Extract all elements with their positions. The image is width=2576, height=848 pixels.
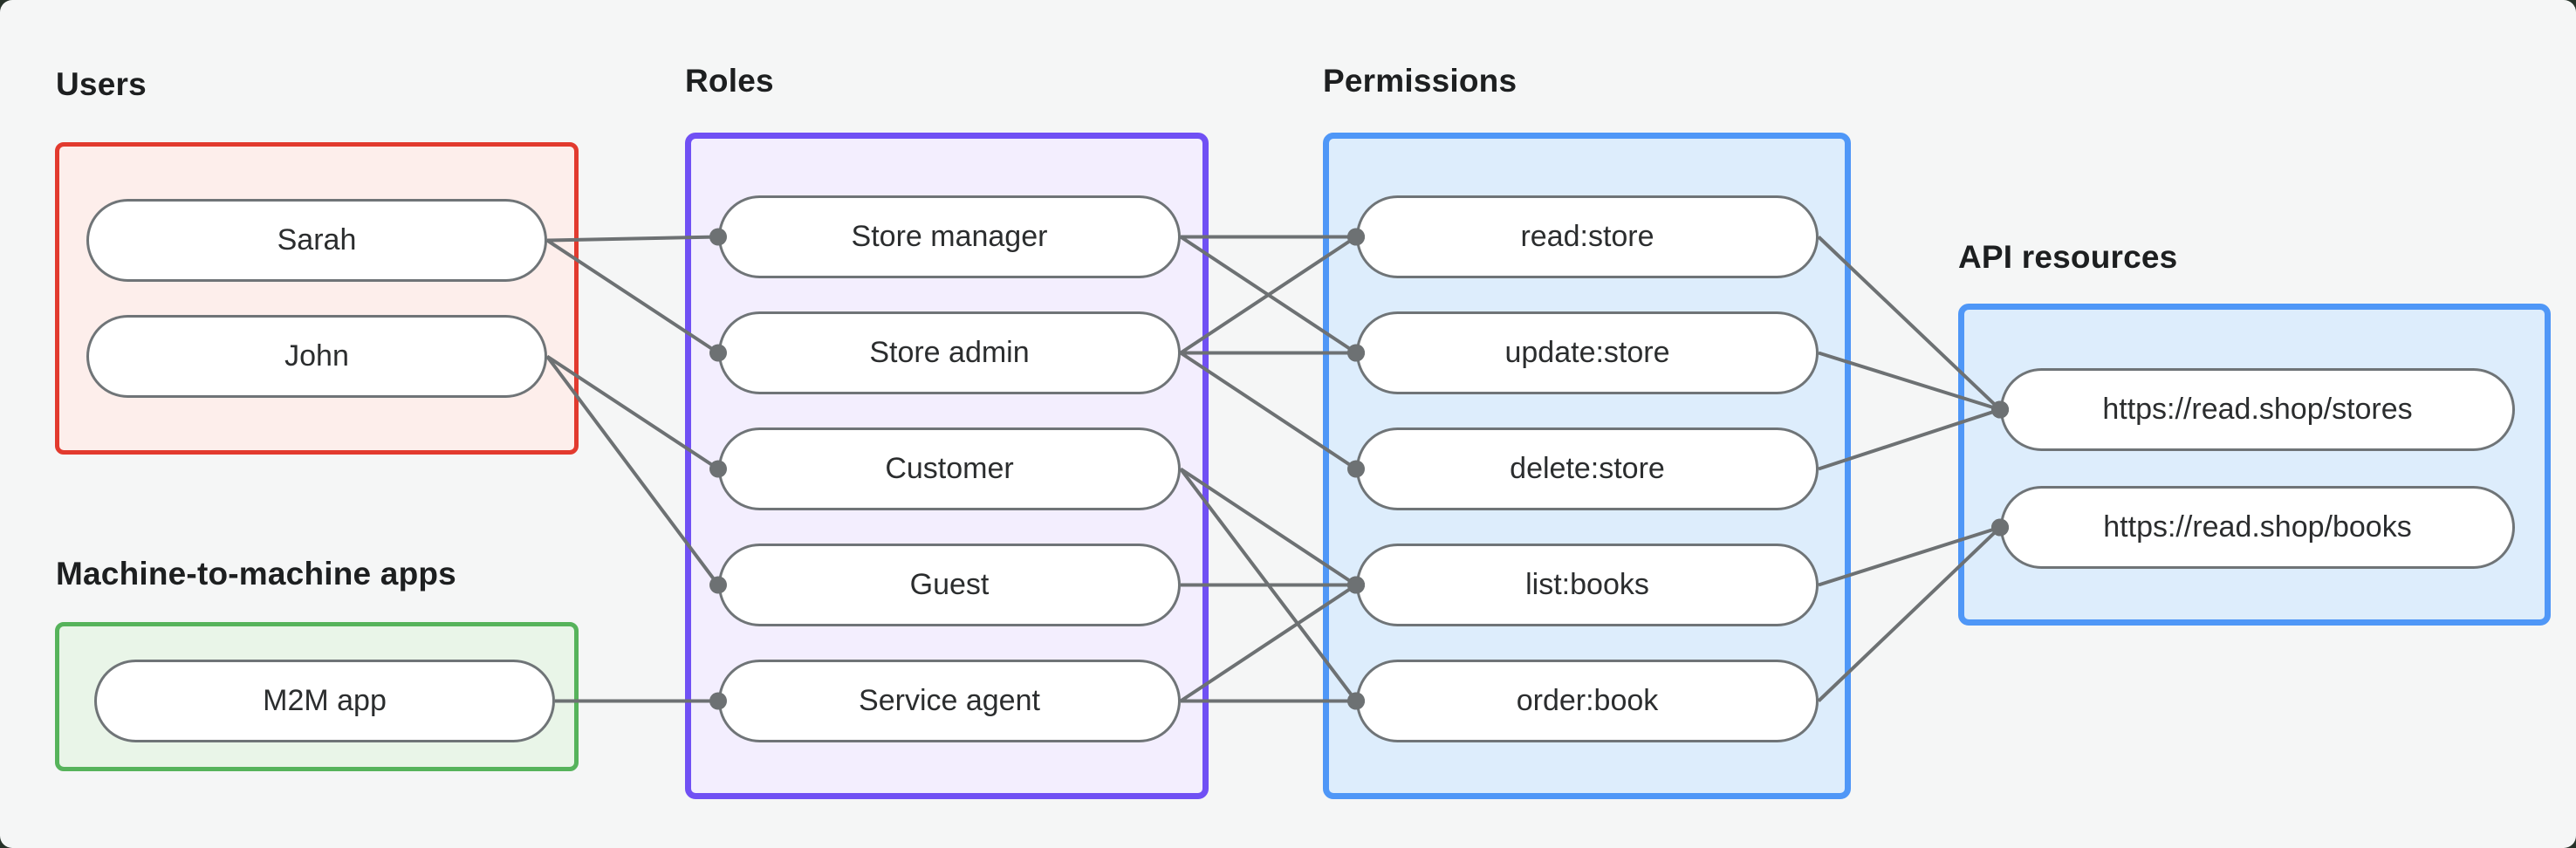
node-pill-list-books: list:books xyxy=(1356,544,1819,626)
api-resources-node-stack: https://read.shop/stores https://read.sho… xyxy=(2000,368,2545,604)
m2m-group-label: Machine-to-machine apps xyxy=(56,556,456,592)
node-pill-john: John xyxy=(86,315,547,398)
node-pill-stores-api: https://read.shop/stores xyxy=(2000,368,2515,451)
node-pill-customer: Customer xyxy=(718,427,1181,510)
roles-group-label: Roles xyxy=(685,63,774,99)
node-pill-order-book: order:book xyxy=(1356,660,1819,742)
node-pill-store-manager: Store manager xyxy=(718,195,1181,278)
api-resources-group-box: https://read.shop/stores https://read.sho… xyxy=(1958,304,2551,626)
node-pill-m2m-app: M2M app xyxy=(94,660,555,742)
node-pill-store-admin: Store admin xyxy=(718,311,1181,394)
node-pill-sarah: Sarah xyxy=(86,199,547,282)
users-group-label: Users xyxy=(56,66,147,102)
node-pill-service-agent: Service agent xyxy=(718,660,1181,742)
node-pill-update-store: update:store xyxy=(1356,311,1819,394)
m2m-node-stack: M2M app xyxy=(94,660,574,742)
node-pill-delete-store: delete:store xyxy=(1356,427,1819,510)
m2m-group-box: M2M app xyxy=(55,622,579,771)
permissions-node-stack: read:store update:store delete:store list:b… xyxy=(1356,195,1845,776)
node-pill-books-api: https://read.shop/books xyxy=(2000,486,2515,569)
permissions-group-box: read:store update:store delete:store list:b… xyxy=(1323,133,1851,799)
api-resources-group-label: API resources xyxy=(1958,239,2178,275)
node-pill-guest: Guest xyxy=(718,544,1181,626)
permissions-group-label: Permissions xyxy=(1323,63,1518,99)
node-pill-read-store: read:store xyxy=(1356,195,1819,278)
